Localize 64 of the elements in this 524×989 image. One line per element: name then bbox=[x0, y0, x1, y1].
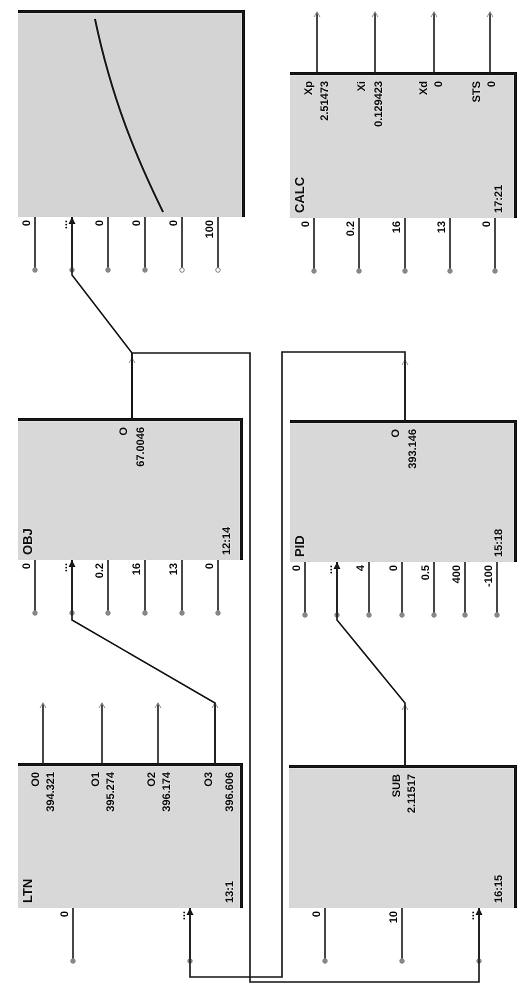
pin-value: 0 bbox=[21, 220, 33, 226]
connector bbox=[131, 352, 482, 983]
pin-value: ... bbox=[58, 563, 70, 572]
output-label: O3 bbox=[203, 772, 215, 787]
block-title: SUB bbox=[391, 774, 403, 798]
output-value: 396.174 bbox=[161, 772, 173, 812]
pin-value: 13 bbox=[436, 221, 448, 234]
timestamp: 13:1 bbox=[224, 880, 236, 903]
pin-value: -100 bbox=[483, 565, 495, 588]
pin-value: 0 bbox=[481, 221, 493, 228]
pin-value: 400 bbox=[451, 565, 463, 584]
connector bbox=[186, 351, 406, 978]
output-label: O bbox=[390, 429, 402, 438]
output-label: Xp bbox=[303, 81, 315, 96]
output-label: STS bbox=[471, 81, 483, 102]
pin-value: 0 bbox=[59, 911, 71, 918]
block-title: CALC bbox=[293, 176, 307, 213]
pin-value: 0.5 bbox=[420, 565, 432, 580]
pin-value: 16 bbox=[131, 563, 143, 576]
connector bbox=[68, 560, 216, 763]
output-label: Xi bbox=[356, 81, 368, 92]
pin-value: 0 bbox=[94, 220, 106, 226]
output-label: O2 bbox=[146, 772, 158, 787]
block-title: OBJ bbox=[21, 528, 35, 555]
timestamp: 17:21 bbox=[493, 184, 505, 213]
pin-value: 0 bbox=[131, 220, 143, 226]
pin-value: 100 bbox=[204, 220, 216, 238]
output-value: 0 bbox=[486, 81, 498, 88]
pin-value: 16 bbox=[391, 221, 403, 234]
timestamp: 16:15 bbox=[493, 874, 505, 903]
timestamp: 15:18 bbox=[493, 528, 505, 557]
output-value: 395.274 bbox=[105, 772, 117, 812]
pin-value: 13 bbox=[168, 563, 180, 576]
output-label: O0 bbox=[30, 772, 42, 787]
output-value: 2.51473 bbox=[319, 81, 331, 121]
pin-value: 0.2 bbox=[94, 563, 106, 578]
output-label: Xd bbox=[418, 81, 430, 96]
output-value: 394.321 bbox=[45, 772, 57, 812]
output-value: 2.11517 bbox=[406, 774, 418, 814]
output-label: O1 bbox=[90, 772, 102, 787]
output-value: 0 bbox=[433, 81, 445, 88]
block-title: LTN bbox=[21, 878, 35, 903]
pin-value: 0 bbox=[168, 220, 180, 226]
pin-value: 0.2 bbox=[345, 221, 357, 236]
pin-value: 10 bbox=[388, 911, 400, 924]
output-value: 396.606 bbox=[224, 772, 236, 812]
output-value: 393.146 bbox=[407, 429, 419, 469]
pin-value: ... bbox=[58, 220, 70, 230]
output-value: 0.129423 bbox=[373, 81, 385, 127]
pin-value: 0 bbox=[388, 565, 400, 572]
pin-value: 0 bbox=[311, 911, 323, 918]
pin-value: ... bbox=[176, 911, 188, 920]
block-title: PID bbox=[293, 535, 307, 557]
pin-value: ... bbox=[465, 911, 477, 920]
pin-value: 4 bbox=[355, 565, 367, 572]
pin-value: 0 bbox=[291, 565, 303, 572]
output-value: 67.0046 bbox=[135, 427, 147, 467]
pin-value: 0 bbox=[21, 563, 33, 570]
pin-value: ... bbox=[323, 565, 335, 574]
pin-value: 0 bbox=[204, 563, 216, 570]
output-label: O bbox=[118, 427, 130, 436]
connector bbox=[334, 562, 406, 765]
pin-value: 0 bbox=[300, 221, 312, 228]
timestamp: 12:14 bbox=[221, 526, 233, 555]
